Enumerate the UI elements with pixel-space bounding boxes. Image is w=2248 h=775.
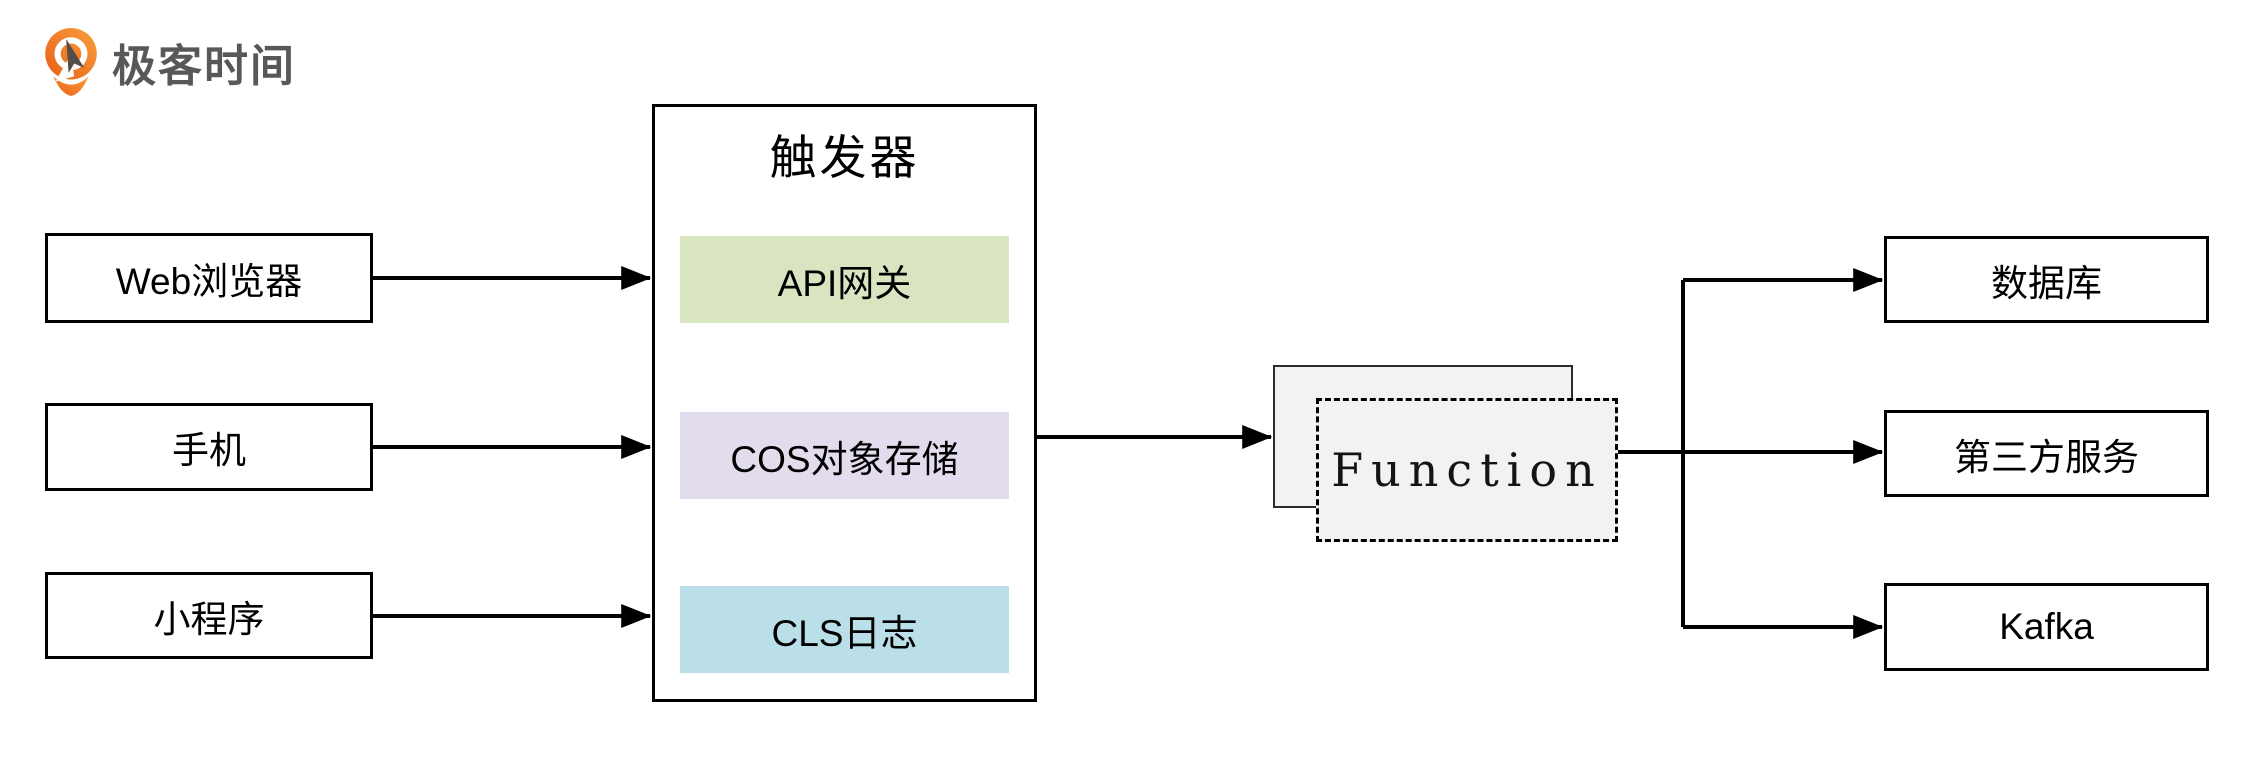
- trigger-item-cos-storage: COS对象存储: [680, 412, 1009, 499]
- source-phone: 手机: [45, 403, 373, 491]
- function-node: Function: [1316, 398, 1618, 542]
- source-web-browser: Web浏览器: [45, 233, 373, 323]
- trigger-item-api-gateway: API网关: [680, 236, 1009, 323]
- target-kafka: Kafka: [1884, 583, 2209, 671]
- trigger-container: 触发器 API网关 COS对象存储 CLS日志: [652, 104, 1037, 702]
- brand-name: 极客时间: [112, 42, 296, 91]
- trigger-item-cls-logs-label: CLS日志: [771, 612, 918, 654]
- trigger-title: 触发器: [769, 131, 920, 184]
- target-database-label: 数据库: [1991, 262, 2102, 304]
- trigger-item-cos-storage-label: COS对象存储: [730, 438, 959, 480]
- source-mini-program-label: 小程序: [153, 598, 265, 640]
- target-kafka-label: Kafka: [1999, 606, 2094, 647]
- source-phone-label: 手机: [172, 430, 246, 471]
- target-database: 数据库: [1884, 236, 2209, 323]
- target-third-party-service: 第三方服务: [1884, 410, 2209, 497]
- geektime-pin-icon: [45, 28, 97, 96]
- target-third-party-service-label: 第三方服务: [1954, 436, 2139, 478]
- trigger-item-cls-logs: CLS日志: [680, 586, 1009, 673]
- source-web-browser-label: Web浏览器: [115, 261, 303, 302]
- brand-logo: 极客时间: [44, 28, 296, 96]
- source-mini-program: 小程序: [45, 572, 373, 659]
- function-node-label: Function: [1331, 443, 1603, 497]
- trigger-item-api-gateway-label: API网关: [777, 262, 912, 304]
